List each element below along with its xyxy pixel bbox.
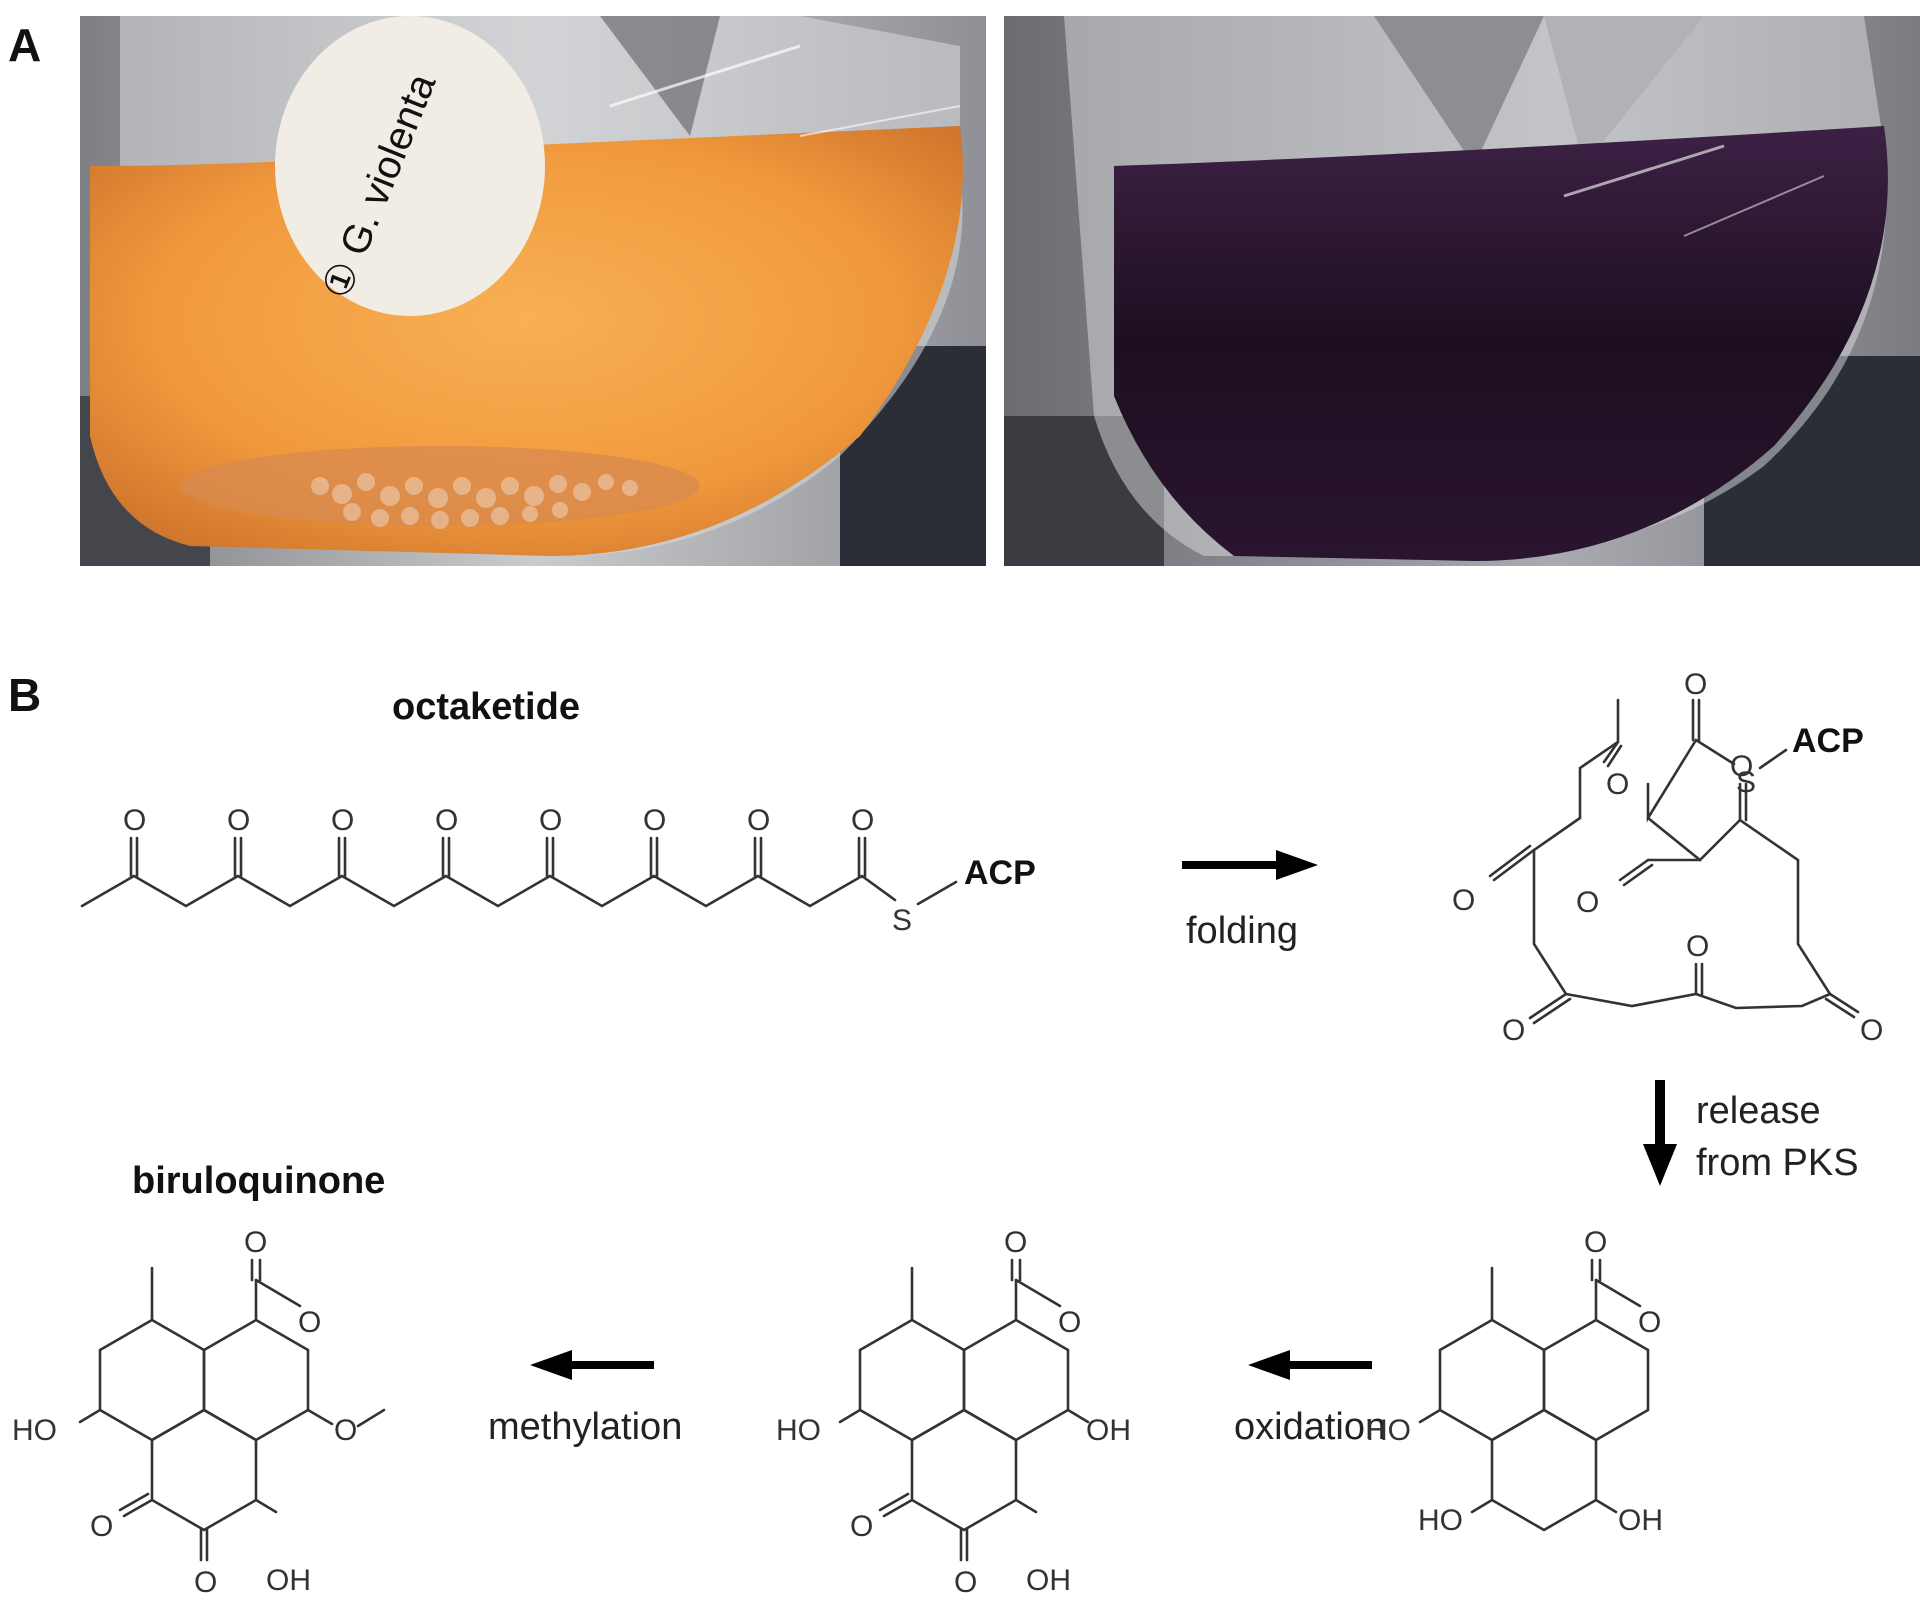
oxygen-label: O <box>334 1414 357 1447</box>
acp-label: ACP <box>964 854 1036 892</box>
hydroxyl-label: HO <box>776 1414 821 1447</box>
oxygen-label: O <box>1004 1226 1027 1259</box>
panel-label-b: B <box>8 669 42 721</box>
biruloquinone-structure: O O HO O O O OH <box>12 1226 386 1599</box>
biruloquinone-title: biruloquinone <box>132 1160 386 1202</box>
oxygen-label: O <box>1684 668 1707 701</box>
oxygen-label: O <box>1686 930 1709 963</box>
acp-label: ACP <box>1792 722 1864 760</box>
oxygen-label: O <box>90 1510 113 1543</box>
arrow-release <box>1643 1080 1677 1186</box>
oxygen-label: O <box>1730 750 1753 783</box>
arrow-methylation <box>530 1350 654 1380</box>
folded-octaketide-structure: O O S ACP O O O O O O <box>1452 668 1883 1047</box>
arrow-oxidation <box>1248 1350 1372 1380</box>
hydroxyl-label: OH <box>1086 1414 1131 1447</box>
step-methylation-label: methylation <box>488 1406 683 1448</box>
oxygen-label: O <box>747 804 770 837</box>
step-folding-label: folding <box>1186 910 1298 952</box>
oxygen-label: O <box>643 804 666 837</box>
step-release-label-2: from PKS <box>1696 1142 1859 1184</box>
oxygen-label: O <box>331 804 354 837</box>
oxygen-label: O <box>1584 1226 1607 1259</box>
photo-purple-culture <box>1004 16 1920 566</box>
oxygen-label: O <box>1576 886 1599 919</box>
oxygen-label: O <box>298 1306 321 1339</box>
sulfur-label: S <box>892 904 912 937</box>
oxygen-label: O <box>539 804 562 837</box>
mycelium-pellets <box>311 473 638 529</box>
photo-orange-culture: ① G. violenta <box>80 16 986 566</box>
octaketide-title: octaketide <box>392 686 580 728</box>
arrow-folding <box>1182 850 1318 880</box>
oxygen-label: O <box>227 804 250 837</box>
oxygen-label: O <box>1058 1306 1081 1339</box>
oxygen-label: O <box>123 804 146 837</box>
oxygen-label: O <box>194 1566 217 1599</box>
hydroxyl-label: OH <box>266 1564 311 1597</box>
oxygen-label: O <box>851 804 874 837</box>
oxygen-label: O <box>1606 768 1629 801</box>
tetraol-structure: O O HO HO OH <box>1366 1226 1663 1537</box>
oxygen-label: O <box>1860 1014 1883 1047</box>
step-oxidation-label: oxidation <box>1234 1406 1387 1448</box>
hydroxyl-label: OH <box>1026 1564 1071 1597</box>
panel-label-a: A <box>8 19 42 71</box>
oxygen-label: O <box>1452 884 1475 917</box>
oxygen-label: O <box>850 1510 873 1543</box>
oxygen-label: O <box>954 1566 977 1599</box>
hydroxyl-label: HO <box>1418 1504 1463 1537</box>
oxygen-label: O <box>1638 1306 1661 1339</box>
oxygen-label: O <box>1502 1014 1525 1047</box>
quinone-structure: O O HO O O OH OH <box>776 1226 1131 1599</box>
hydroxyl-label: OH <box>1618 1504 1663 1537</box>
oxygen-label: O <box>435 804 458 837</box>
oxygen-label: O <box>244 1226 267 1259</box>
octaketide-structure: O O O O O O O O S ACP <box>80 804 1036 937</box>
hydroxyl-label: HO <box>12 1414 57 1447</box>
step-release-label-1: release <box>1696 1090 1821 1132</box>
hydroxyl-label: HO <box>1366 1414 1411 1447</box>
